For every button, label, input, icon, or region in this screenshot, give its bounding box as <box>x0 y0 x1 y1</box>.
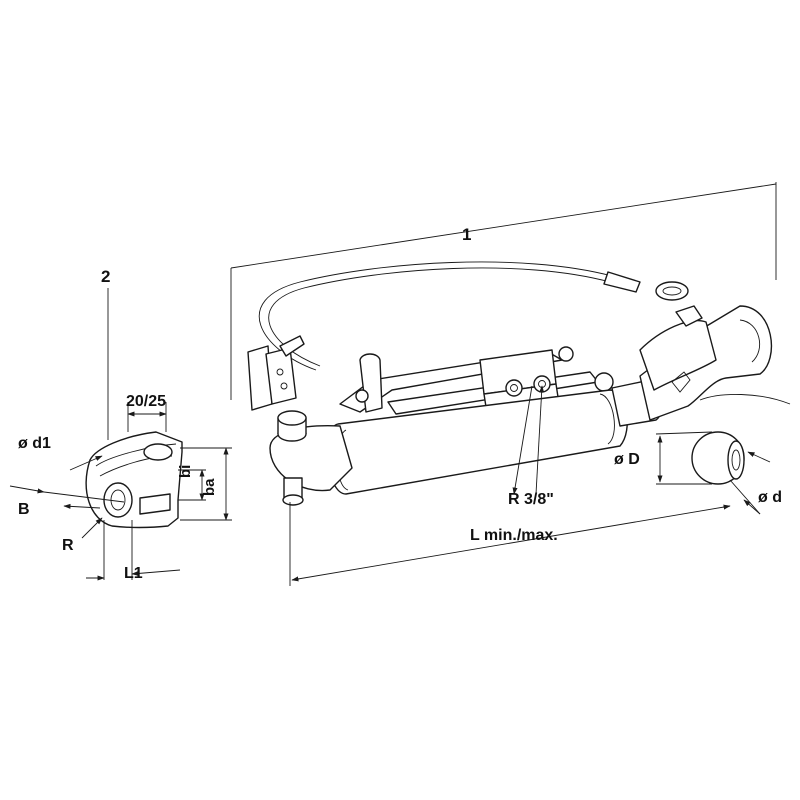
holder-bracket <box>247 335 305 411</box>
clevis-dimensions <box>9 402 232 581</box>
ball-socket <box>691 431 745 485</box>
part1-label: 1 <box>462 225 472 244</box>
rear-pivot <box>269 410 353 506</box>
width-B-label: B <box>18 501 30 518</box>
wire-rope <box>258 261 689 371</box>
pin-diameter-d1-label: ø d1 <box>18 435 51 452</box>
port-thread-label: R 3/8" <box>508 491 554 508</box>
length-L1-label: L1 <box>124 565 143 582</box>
bore-diameter-d-label: ø d <box>758 489 782 506</box>
clevis-part2 <box>85 431 183 529</box>
spacing-dimension-label: 20/25 <box>126 393 167 410</box>
inner-width-bi-label: bi <box>177 464 194 478</box>
main-dimensions <box>289 385 771 586</box>
overall-dimension-1 <box>230 182 777 400</box>
length-min-max-label: L min./max. <box>470 527 558 544</box>
hook-end <box>639 305 791 421</box>
ball-diameter-D-label: ø D <box>614 451 640 468</box>
radius-R-label: R <box>62 537 74 554</box>
part2-label: 2 <box>101 267 111 286</box>
outer-width-ba-label: ba <box>201 478 218 496</box>
